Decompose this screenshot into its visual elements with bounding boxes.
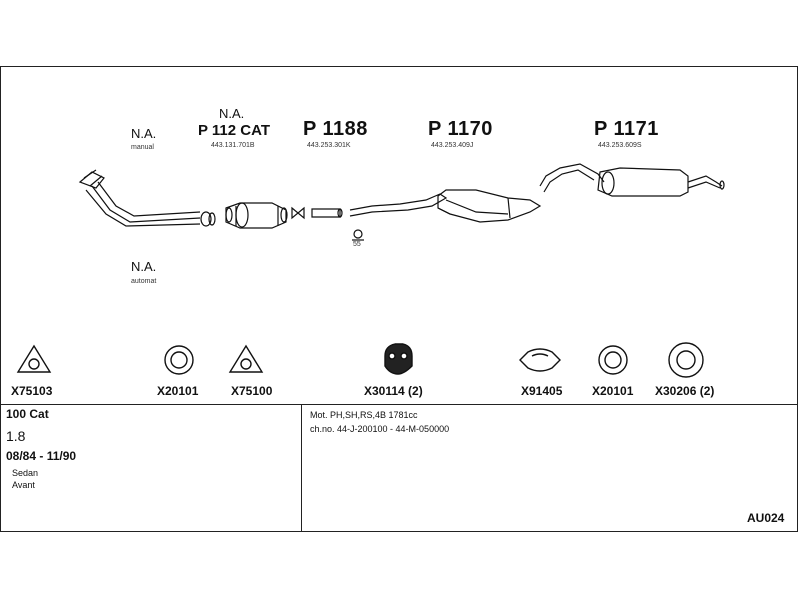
fitting-code-1: X75103 <box>11 384 53 398</box>
front-pipe-icon <box>78 169 216 227</box>
clamp-label: 55 <box>353 241 361 248</box>
chassis-number-range: ch.no. 44-J-200100 - 44-M-050000 <box>310 424 450 434</box>
info-table-column-divider <box>301 404 302 532</box>
part-code-p1188: P 1188 <box>303 118 368 140</box>
ring-gasket-icon-1 <box>164 345 194 375</box>
diagram-reference: AU024 <box>747 511 785 525</box>
triangle-gasket-icon-2 <box>228 344 264 373</box>
engine-spec: Mot. PH,SH,RS,4B 1781cc <box>310 410 418 420</box>
vehicle-body-sedan: Sedan <box>12 468 39 478</box>
centre-silencer-icon <box>349 189 542 223</box>
diagram-frame <box>0 66 798 532</box>
clamp-icon <box>519 348 561 372</box>
part-ref-p1188: 443.253.301K <box>307 142 351 149</box>
fitting-code-5: X91405 <box>521 384 563 398</box>
part-code-p1171: P 1171 <box>594 118 659 140</box>
intermediate-pipe-icon <box>291 206 343 220</box>
automat-label: automat <box>131 278 157 285</box>
triangle-gasket-icon-1 <box>16 344 52 373</box>
na-label-manual: N.A. <box>131 126 157 141</box>
rubber-mount-icon <box>384 343 413 375</box>
info-table-divider <box>0 404 798 405</box>
clamp-55-icon <box>352 229 364 241</box>
vehicle-dates: 08/84 - 11/90 <box>6 449 77 463</box>
fitting-code-4: X30114 (2) <box>364 384 423 398</box>
vehicle-body-avant: Avant <box>12 480 35 490</box>
ring-gasket-icon-3 <box>668 342 704 378</box>
part-code-p1170: P 1170 <box>428 118 493 140</box>
part-ref-p1170: 443.253.409J <box>431 142 474 149</box>
catalyst-na-label: N.A. <box>219 106 245 121</box>
rear-silencer-icon <box>539 163 725 197</box>
na-label-automat: N.A. <box>131 259 157 274</box>
part-ref-p112cat: 443.131.701B <box>211 142 255 149</box>
fitting-code-7: X30206 (2) <box>655 384 715 398</box>
fitting-code-6: X20101 <box>592 384 634 398</box>
manual-label: manual <box>131 144 154 151</box>
vehicle-engine: 1.8 <box>6 428 26 444</box>
ring-gasket-icon-2 <box>598 345 628 375</box>
catalytic-converter-icon <box>225 202 288 229</box>
fitting-code-3: X75100 <box>231 384 273 398</box>
part-code-p112cat: P 112 CAT <box>198 122 270 139</box>
part-ref-p1171: 443.253.609S <box>598 142 642 149</box>
vehicle-model: 100 Cat <box>6 407 49 421</box>
fitting-code-2: X20101 <box>157 384 199 398</box>
